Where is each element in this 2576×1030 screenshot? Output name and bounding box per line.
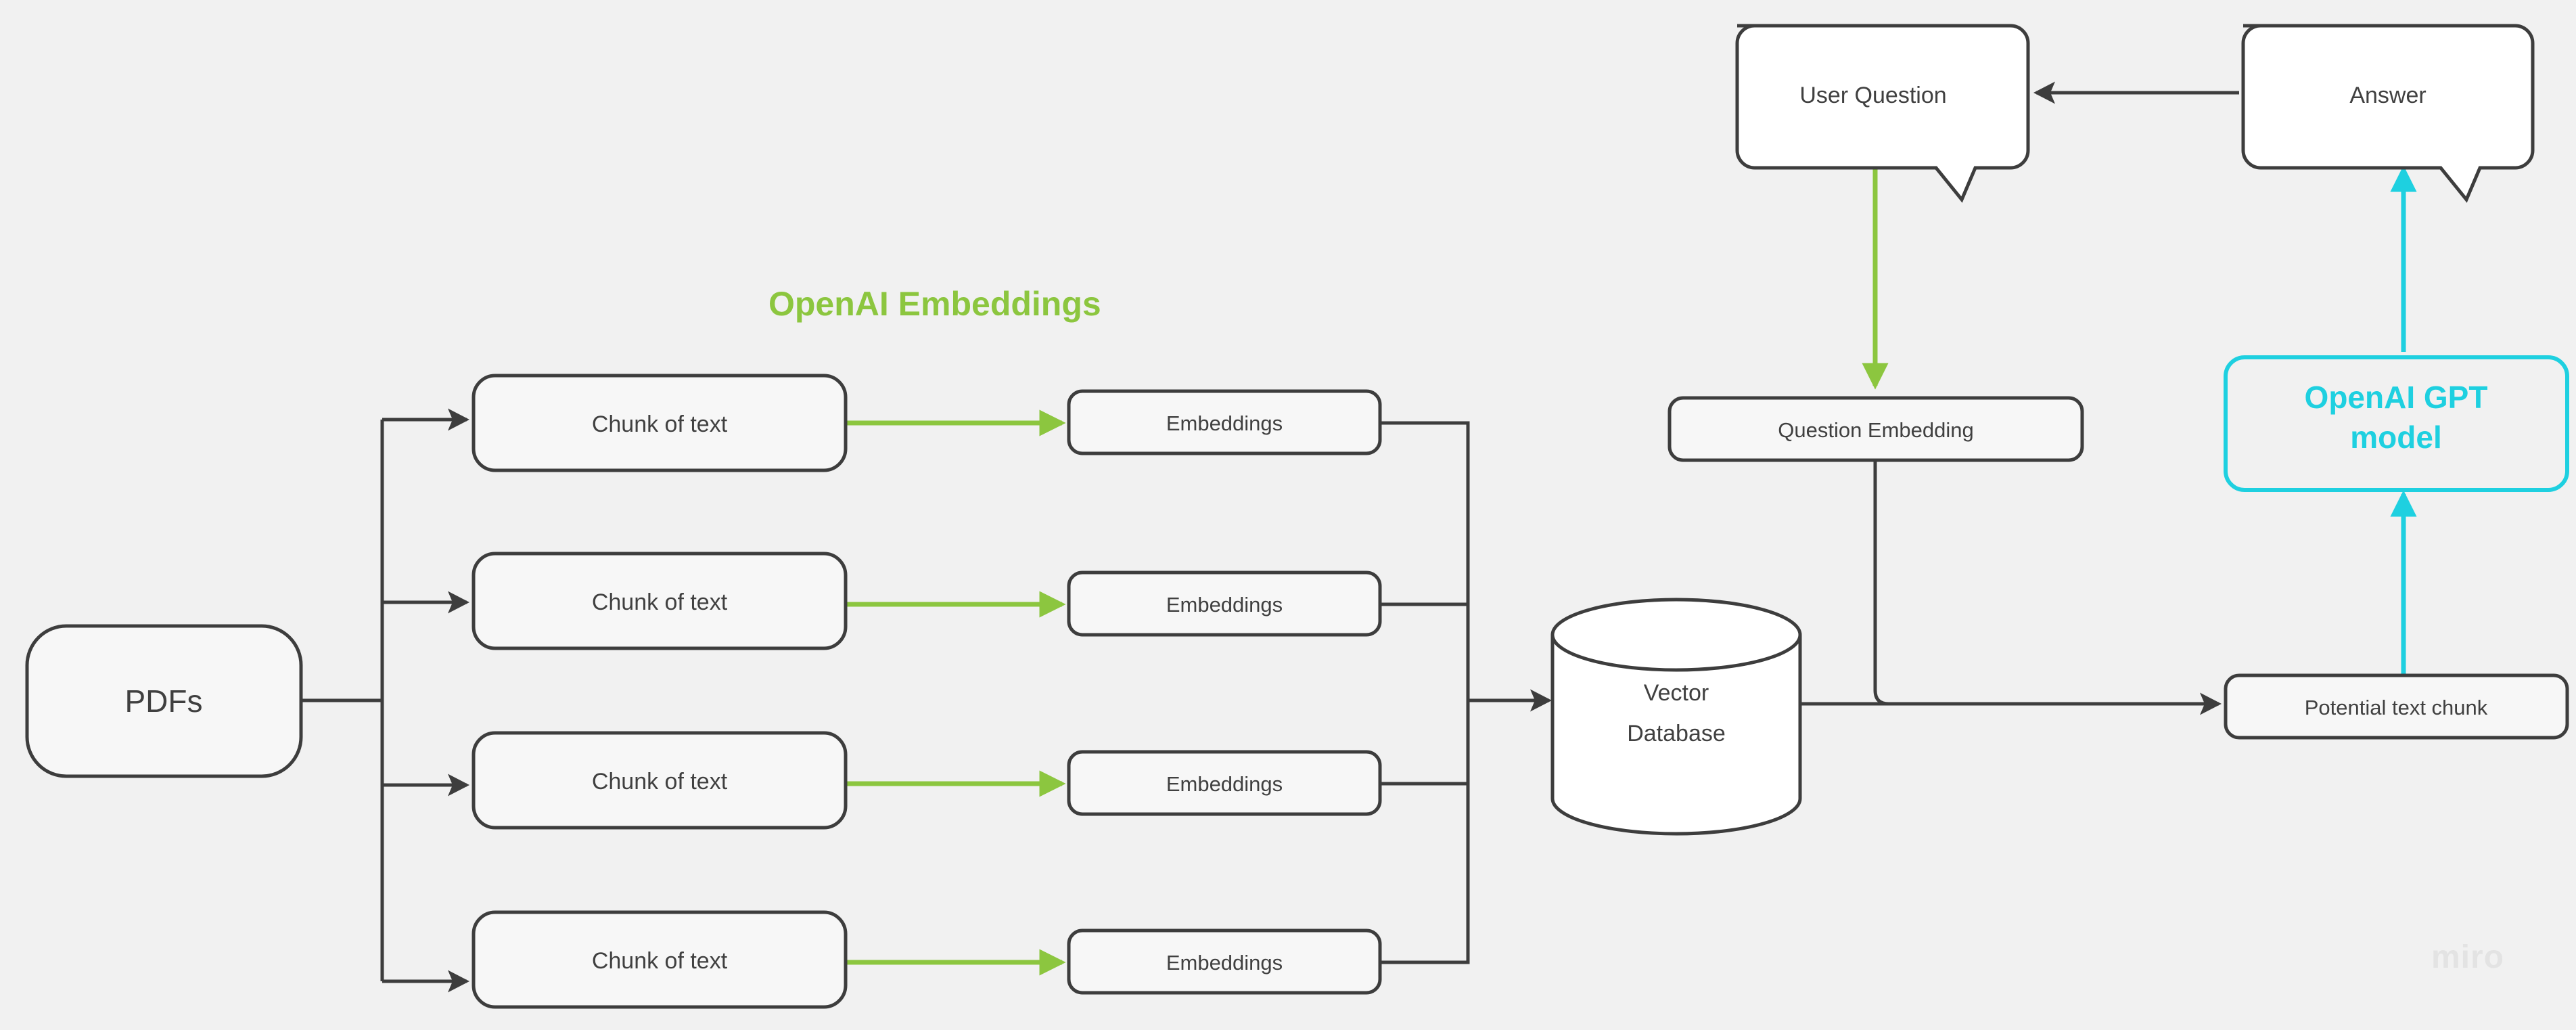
- miro-watermark: miro: [2431, 939, 2504, 975]
- question-embedding-label: Question Embedding: [1778, 418, 1974, 442]
- chunk-label-1: Chunk of text: [592, 411, 728, 437]
- node-embedding-2[interactable]: Embeddings: [1067, 570, 1382, 637]
- pdfs-label: PDFs: [125, 684, 203, 719]
- embedding-box-1[interactable]: [1067, 389, 1382, 455]
- edge-group-question-embedding-down: [1873, 460, 1889, 706]
- edge-group-chunks-to-embeddings: [846, 409, 1066, 976]
- node-potential-text-chunk[interactable]: Potential text chunk: [2224, 673, 2569, 740]
- node-user-question[interactable]: User Question: [1735, 24, 2030, 203]
- question-embedding-box[interactable]: [1668, 396, 2084, 462]
- node-embedding-1[interactable]: Embeddings: [1067, 389, 1382, 455]
- node-chunk-4[interactable]: Chunk of text: [472, 910, 848, 1009]
- answer-bubble[interactable]: [2241, 24, 2535, 203]
- pdfs-box[interactable]: [25, 624, 303, 778]
- embedding-label-4: Embeddings: [1166, 951, 1283, 975]
- embedding-box-4[interactable]: [1067, 928, 1382, 995]
- node-chunk-3[interactable]: Chunk of text: [472, 731, 848, 830]
- gpt-model-box[interactable]: [2224, 355, 2569, 492]
- gpt-model-label-line1: OpenAI GPT: [2305, 380, 2488, 415]
- chunk-box-4[interactable]: [472, 910, 848, 1009]
- user-question-bubble[interactable]: [1735, 24, 2030, 203]
- embedding-label-1: Embeddings: [1166, 411, 1283, 435]
- potential-text-chunk-label: Potential text chunk: [2305, 696, 2488, 719]
- section-title-openai-embeddings: OpenAI Embeddings: [768, 285, 1101, 323]
- chunk-label-4: Chunk of text: [592, 948, 728, 974]
- edge-merge-1: [1380, 421, 1470, 700]
- edge-question-embedding-to-retrieval: [1873, 460, 1889, 706]
- chunk-label-2: Chunk of text: [592, 589, 728, 615]
- chunk-box-3[interactable]: [472, 731, 848, 830]
- vector-database-cylinder-body[interactable]: [1550, 598, 1802, 836]
- vector-database-label-line1: Vector: [1644, 680, 1709, 706]
- gpt-model-label-line2: model: [2350, 420, 2441, 455]
- node-answer[interactable]: Answer: [2241, 24, 2535, 203]
- embedding-label-3: Embeddings: [1166, 772, 1283, 796]
- edge-merge-4: [1380, 700, 1470, 964]
- chunk-box-1[interactable]: [472, 374, 848, 472]
- node-chunk-2[interactable]: Chunk of text: [472, 552, 848, 650]
- user-question-label: User Question: [1799, 83, 1946, 108]
- vector-database-label-line2: Database: [1627, 721, 1726, 746]
- node-chunk-1[interactable]: Chunk of text: [472, 374, 848, 472]
- edge-group-pdfs-to-chunks: [301, 408, 470, 993]
- embedding-box-2[interactable]: [1067, 570, 1382, 637]
- node-gpt-model[interactable]: OpenAI GPT model: [2224, 355, 2569, 492]
- vector-database-cylinder-top: [1550, 634, 1802, 672]
- chunk-label-3: Chunk of text: [592, 769, 728, 794]
- node-vector-database[interactable]: Vector Database: [1550, 598, 1802, 836]
- answer-label: Answer: [2349, 83, 2426, 108]
- node-question-embedding[interactable]: Question Embedding: [1668, 396, 2084, 462]
- embedding-label-2: Embeddings: [1166, 593, 1283, 617]
- node-pdfs[interactable]: PDFs: [25, 624, 303, 778]
- node-embedding-4[interactable]: Embeddings: [1067, 928, 1382, 995]
- embedding-box-3[interactable]: [1067, 750, 1382, 816]
- edge-group-embeddings-to-db: [1380, 421, 1552, 964]
- potential-text-chunk-box[interactable]: [2224, 673, 2569, 740]
- chunk-box-2[interactable]: [472, 552, 848, 650]
- node-embedding-3[interactable]: Embeddings: [1067, 750, 1382, 816]
